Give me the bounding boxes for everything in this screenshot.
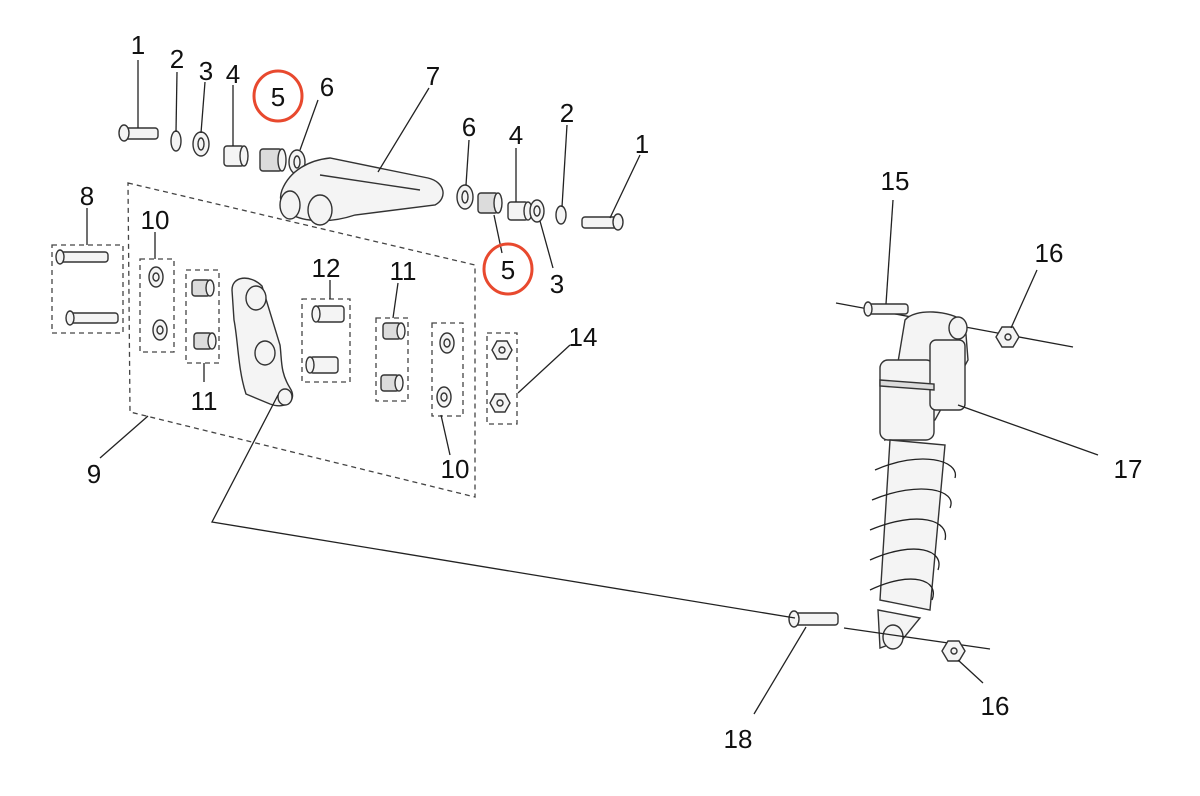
bolt-1-left	[118, 124, 159, 142]
kit-14-box	[486, 332, 518, 425]
leader-lines	[86, 60, 1099, 715]
bearings-11-left	[191, 279, 217, 350]
callout-3-right: 3	[550, 269, 564, 299]
callout-2-right: 2	[560, 98, 574, 128]
callout-10-left: 10	[141, 205, 170, 235]
callout-4-left: 4	[226, 59, 240, 89]
bolt-1-right	[581, 213, 624, 231]
callout-5-left: 5	[271, 82, 285, 112]
callout-1-left: 1	[131, 30, 145, 60]
kit-9-box	[127, 182, 476, 498]
highlight-ring-5-bottom	[482, 242, 534, 296]
callout-5-right: 5	[501, 255, 515, 285]
callout-10-right: 10	[441, 454, 470, 484]
washer-6-right	[456, 184, 474, 210]
callout-8: 8	[80, 181, 94, 211]
washers-10-right	[436, 332, 455, 408]
callout-15: 15	[881, 166, 910, 196]
washers-10-left	[148, 266, 168, 341]
long-bolts-8	[55, 249, 119, 326]
bearing-5-right	[477, 192, 503, 214]
washer-3-right	[529, 199, 545, 223]
washer-2-right	[555, 205, 567, 225]
link-arm-7	[279, 157, 444, 226]
callout-16-bottom: 16	[981, 691, 1010, 721]
callout-16-top: 16	[1035, 238, 1064, 268]
bearings-11-right	[380, 322, 406, 392]
sleeves-12	[305, 305, 345, 374]
callout-4-right: 4	[509, 120, 523, 150]
callout-17: 17	[1114, 454, 1143, 484]
nut-16-top	[995, 326, 1020, 348]
kit-10-left-box	[139, 258, 175, 353]
bolt-18	[788, 610, 839, 628]
washer-3-left	[192, 131, 210, 157]
bushing-4-left	[223, 145, 249, 167]
nut-16-bottom	[941, 640, 966, 662]
callout-12: 12	[312, 253, 341, 283]
callout-3-left: 3	[199, 56, 213, 86]
callout-1-right: 1	[635, 129, 649, 159]
callout-2-left: 2	[170, 44, 184, 74]
washer-2-left	[170, 130, 182, 152]
callout-11-left: 11	[191, 386, 218, 416]
callout-7: 7	[426, 61, 440, 91]
bushing-4-right	[507, 201, 533, 221]
callout-11-right: 11	[390, 256, 417, 286]
callout-14: 14	[569, 322, 598, 352]
callout-6-right: 6	[462, 112, 476, 142]
kit-12-box	[301, 298, 351, 383]
rocker-link	[231, 277, 294, 407]
highlight-ring-5-top	[252, 69, 304, 123]
callout-18: 18	[724, 724, 753, 754]
callout-6-left: 6	[320, 72, 334, 102]
callout-9: 9	[87, 459, 101, 489]
kit-10-right-box	[431, 322, 464, 417]
shock-absorber-17	[835, 301, 1074, 650]
nuts-14	[489, 340, 513, 413]
bearing-5-left	[259, 148, 287, 172]
kit-8-box	[51, 244, 124, 334]
kit-11-right-box	[375, 317, 409, 402]
